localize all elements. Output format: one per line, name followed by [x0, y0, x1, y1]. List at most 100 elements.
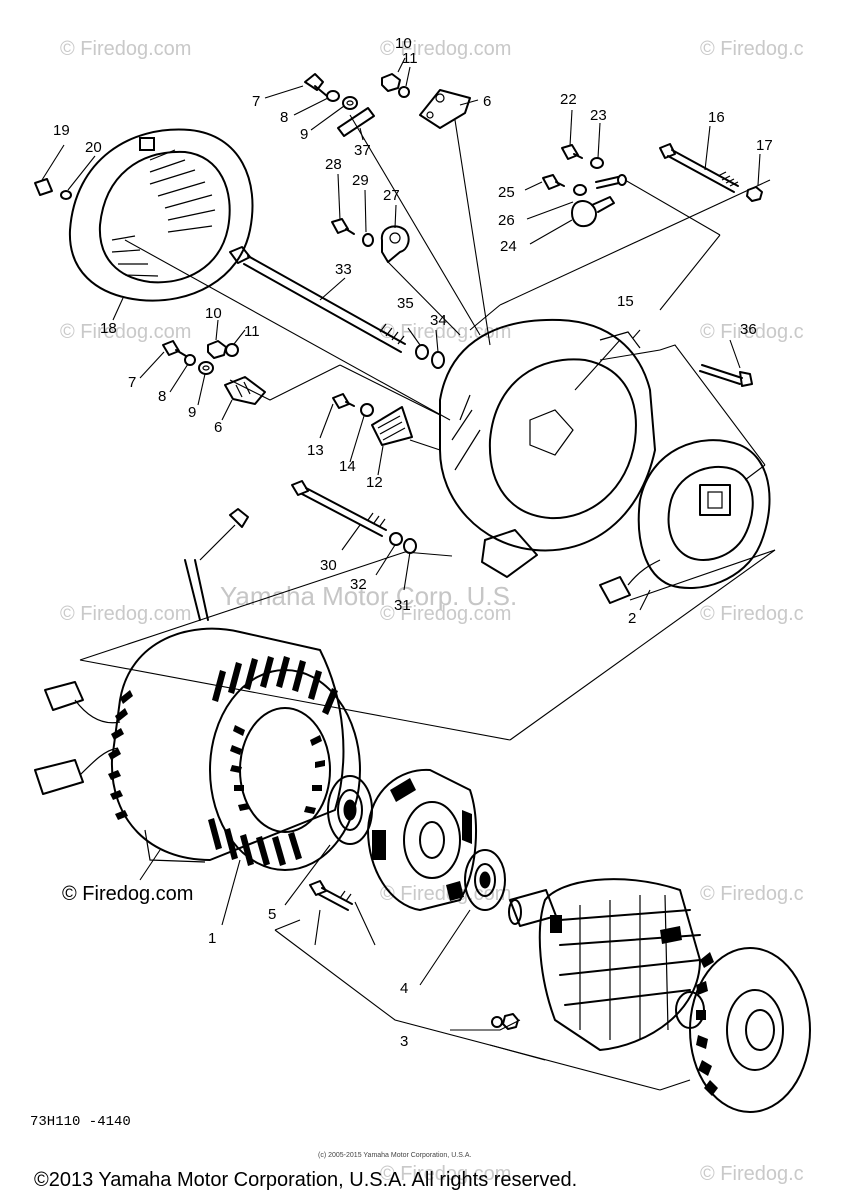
bolt-part-7-lower [162, 340, 187, 357]
stator-fins [108, 656, 338, 866]
clamp-part-24 [571, 196, 615, 228]
part-number-23: 23 [590, 107, 607, 124]
part-number-36: 36 [740, 321, 757, 338]
part-number-9: 9 [300, 126, 308, 143]
bolt-part-28 [331, 218, 355, 235]
part-number-31: 31 [394, 597, 411, 614]
part-number-9-lower: 9 [188, 404, 196, 421]
part-number-32: 32 [350, 576, 367, 593]
part-number-7-lower: 7 [128, 374, 136, 391]
plate-part-37 [337, 107, 375, 137]
part-number-6-lower: 6 [214, 419, 222, 436]
center-watermark: Yamaha Motor Corp. U.S. [220, 581, 517, 611]
washer-part-20 [60, 190, 72, 200]
nut-part-3 [491, 1013, 519, 1030]
washer-part-11-lower [225, 343, 239, 357]
part-number-3: 3 [400, 1033, 408, 1050]
watermark: © Firedog.c [700, 883, 804, 905]
washer-part-35 [415, 344, 429, 360]
washer-part-9-lower [198, 361, 214, 375]
washer-part-26 [573, 184, 587, 196]
watermark: © Firedog.com [60, 321, 191, 343]
small-copyright-notice: (c) 2005-2015 Yamaha Motor Corporation, … [318, 1152, 471, 1159]
watermark: © Firedog.c [700, 38, 804, 60]
field-coil-part-2 [599, 439, 771, 604]
clamp-part-27 [380, 225, 410, 263]
part-number-18: 18 [100, 320, 117, 337]
part-number-28: 28 [325, 156, 342, 173]
watermark: © Firedog.com [60, 603, 191, 625]
copyright-footer: ©2013 Yamaha Motor Corporation, U.S.A. A… [34, 1169, 577, 1191]
washer-part-14 [360, 403, 374, 417]
part-number-37: 37 [354, 142, 371, 159]
watermark: © Firedog.c [700, 1163, 804, 1185]
part-number-16: 16 [708, 109, 725, 126]
bolt-part-25 [542, 174, 565, 190]
washer-part-34 [431, 351, 445, 369]
part-number-10: 10 [395, 35, 412, 52]
washer-part-9 [342, 96, 358, 110]
part-number-34: 34 [430, 312, 447, 329]
nut-part-10-lower [207, 340, 227, 359]
stator-part-1 [34, 508, 361, 871]
watermark: © Firedog.com [380, 38, 511, 60]
rotor-core [367, 768, 477, 911]
part-number-19: 19 [53, 122, 70, 139]
watermark: © Firedog.com [380, 1163, 511, 1185]
part-number-22: 22 [560, 91, 577, 108]
washer-part-11 [398, 86, 410, 98]
bolt-part-22 [561, 144, 583, 160]
bolt-part-3 [309, 880, 353, 911]
washer-part-31 [403, 538, 417, 554]
diagram-code: 73H110 -4140 [30, 1114, 131, 1130]
part-number-11: 11 [402, 50, 418, 67]
watermark: © Firedog.com [380, 883, 511, 905]
part-number-24: 24 [500, 238, 517, 255]
bolt-part-16 [659, 143, 739, 193]
part-number-12: 12 [366, 474, 383, 491]
part-number-1: 1 [208, 930, 216, 947]
bolt-part-30 [291, 480, 387, 537]
part-number-20: 20 [85, 139, 102, 156]
washer-part-8 [326, 90, 340, 102]
long-bolt-part-33 [229, 246, 406, 353]
fan-cover-part-18 [68, 128, 254, 302]
watermark-layer: © Firedog.com © Firedog.com © Firedog.c … [60, 38, 804, 1185]
part-number-35: 35 [397, 295, 414, 312]
bracket-part-6 [419, 89, 471, 129]
part-number-11-lower: 11 [244, 323, 260, 340]
fan-cover-slots [111, 149, 216, 277]
washer-part-8-lower [184, 354, 196, 366]
rectifier-part-12 [371, 406, 413, 446]
washer-part-29 [362, 233, 374, 247]
part-number-17: 17 [756, 137, 773, 154]
part-number-10-lower: 10 [205, 305, 222, 322]
watermark: © Firedog.com [380, 603, 511, 625]
part-number-29: 29 [352, 172, 369, 189]
part-number-5: 5 [268, 906, 276, 923]
part-number-13: 13 [307, 442, 324, 459]
watermark: © Firedog.com [60, 38, 191, 60]
watermark: © Firedog.c [700, 321, 804, 343]
part-number-14: 14 [339, 458, 356, 475]
rotor-armature-assembly [508, 878, 811, 1113]
part-number-33: 33 [335, 261, 352, 278]
part-number-25: 25 [498, 184, 515, 201]
bolt-part-19 [34, 178, 53, 196]
part-number-7: 7 [252, 93, 260, 110]
part-number-8-lower: 8 [158, 388, 166, 405]
leader-lines [41, 57, 776, 1091]
part-number-8: 8 [280, 109, 288, 126]
bearing-part-4 [464, 849, 506, 911]
part-number-15: 15 [617, 293, 634, 310]
washer-part-23 [590, 157, 604, 169]
part-number-27: 27 [383, 187, 400, 204]
bolt-part-13 [332, 393, 355, 409]
part-number-2: 2 [628, 610, 636, 627]
bracket-housing-part-15 [439, 318, 656, 578]
watermark: © Firedog.c [700, 603, 804, 625]
bolt-part-7 [304, 73, 328, 97]
washer-part-32 [389, 532, 403, 546]
nut-part-10 [381, 73, 401, 92]
